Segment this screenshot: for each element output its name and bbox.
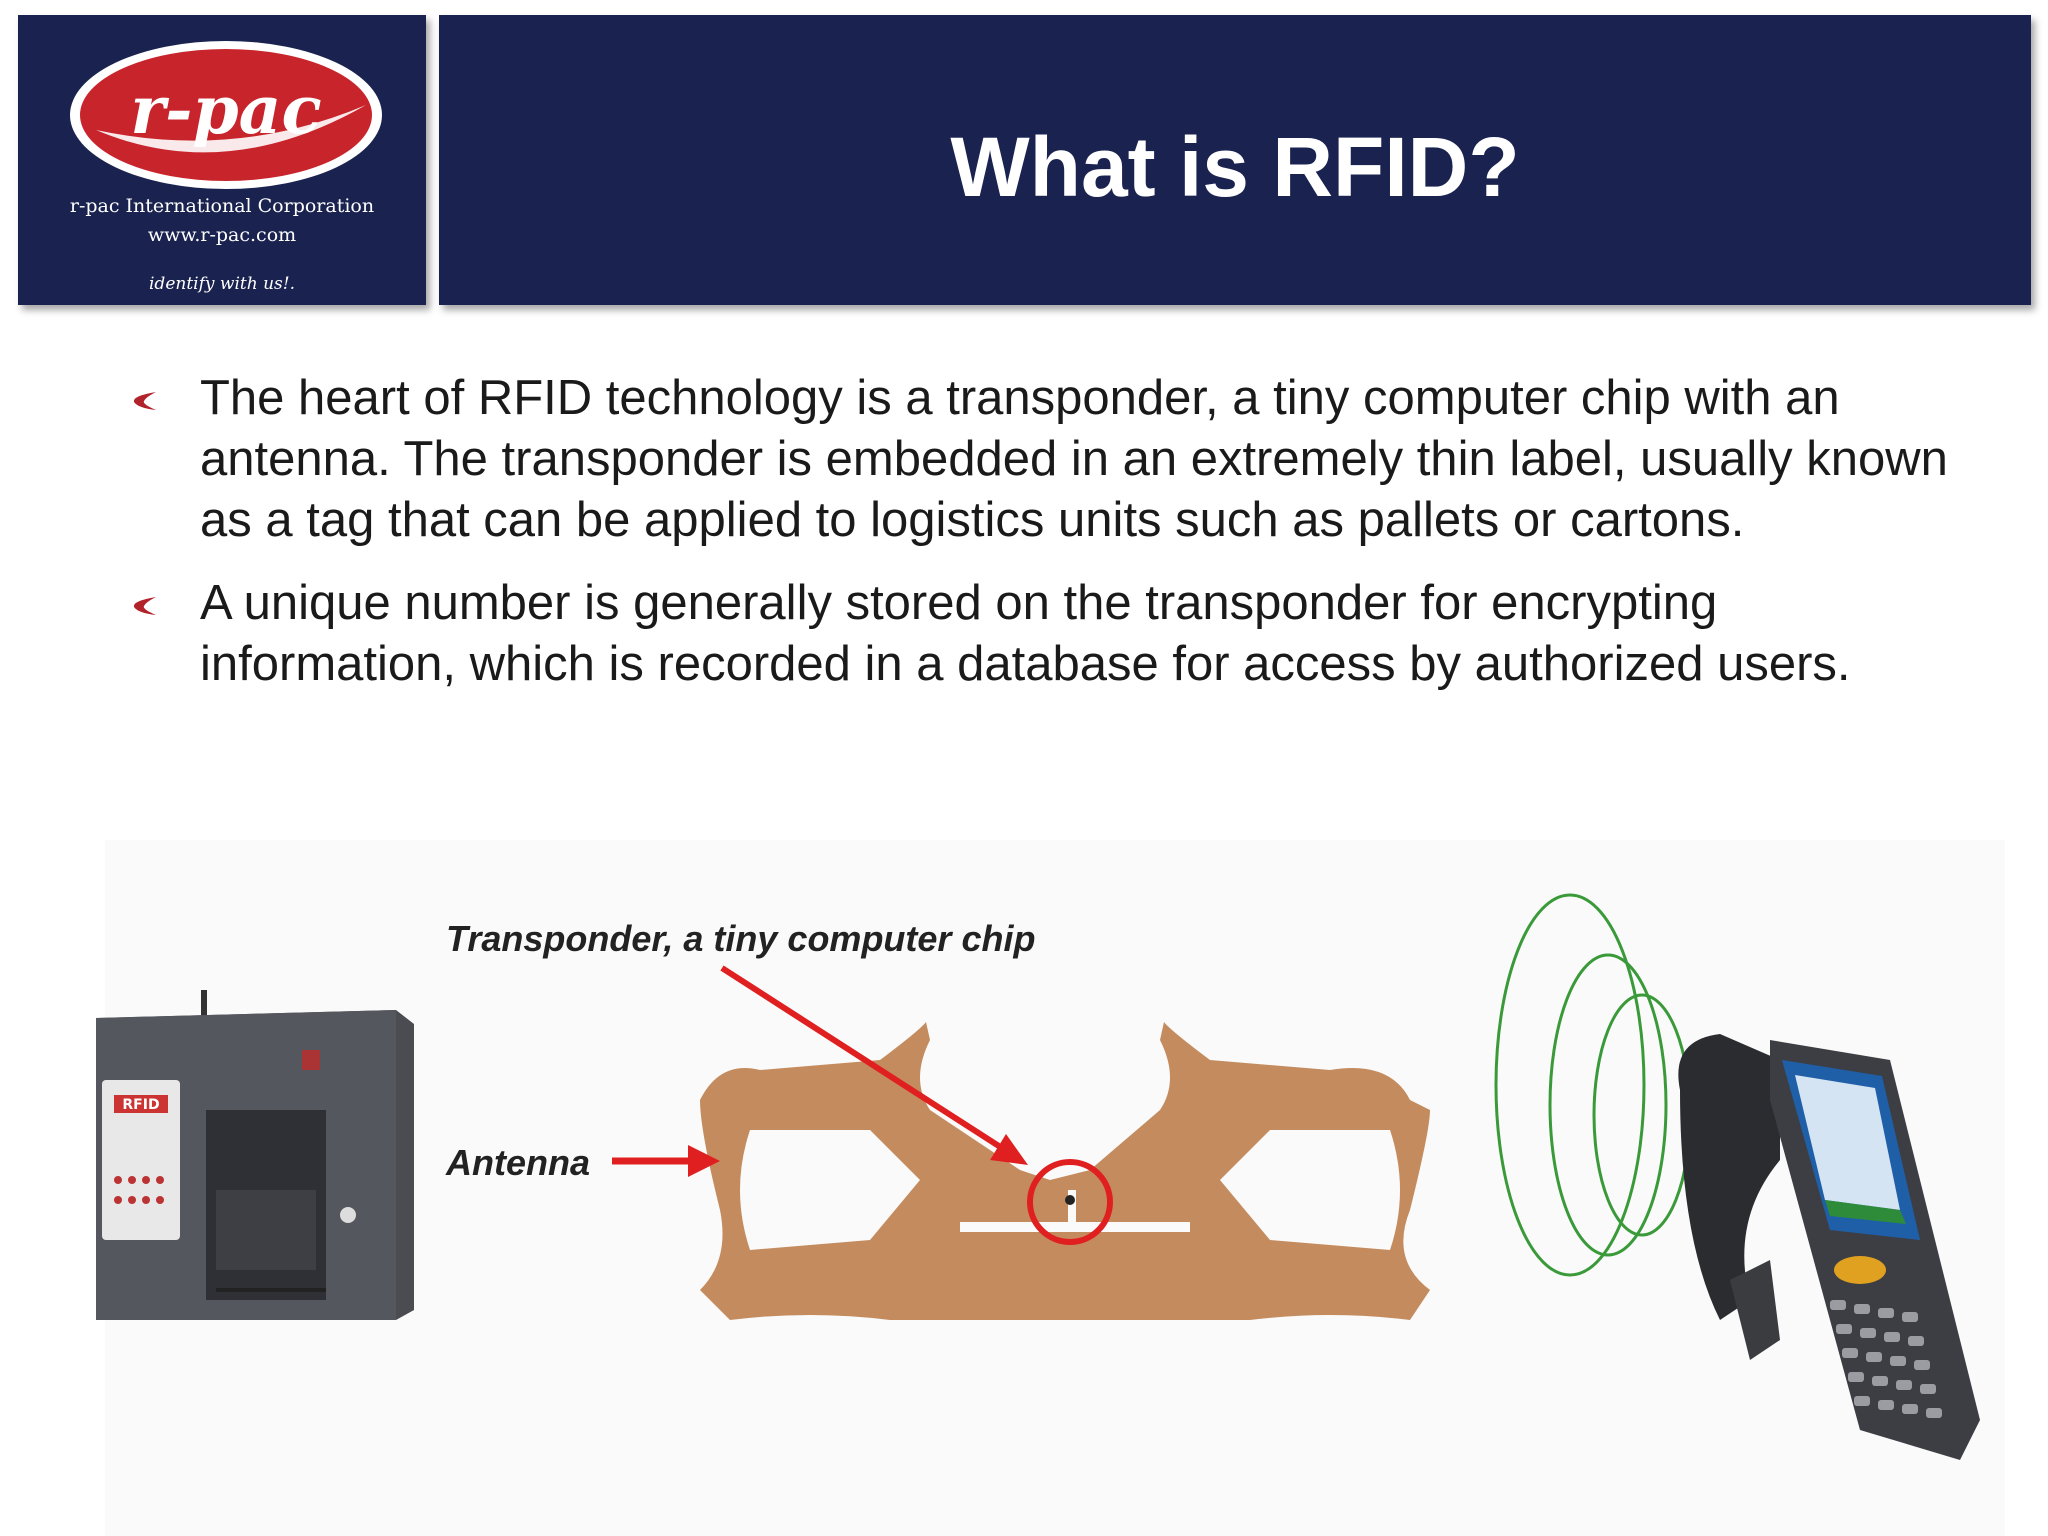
rfid-printer-image: RFID bbox=[96, 990, 414, 1320]
svg-text:RFID: RFID bbox=[122, 1097, 159, 1113]
transponder-label: Transponder, a tiny computer chip bbox=[446, 918, 1036, 959]
company-name: r-pac International Corporation bbox=[69, 195, 375, 217]
logo-panel: r-pac r-pac International Corporation ww… bbox=[18, 15, 426, 305]
rfid-tag-image bbox=[700, 1022, 1430, 1320]
bullet-text: A unique number is generally stored on t… bbox=[200, 576, 1851, 691]
svg-text:r-pac: r-pac bbox=[130, 71, 321, 149]
slide-title: What is RFID? bbox=[950, 120, 1520, 214]
company-url: www.r-pac.com bbox=[147, 224, 297, 246]
bullet-item: The heart of RFID technology is a transp… bbox=[120, 368, 1960, 551]
bullet-item: A unique number is generally stored on t… bbox=[120, 573, 1960, 695]
r-pac-logo: r-pac bbox=[70, 41, 382, 189]
bullet-text: The heart of RFID technology is a transp… bbox=[200, 371, 1948, 547]
rfid-illustration: RFID Transponder, a tiny computer chip A… bbox=[0, 840, 2048, 1536]
antenna-label: Antenna bbox=[446, 1142, 590, 1183]
title-panel: What is RFID? bbox=[439, 15, 2031, 305]
handheld-scanner-image bbox=[1678, 1034, 1980, 1460]
company-tagline: identify with us!. bbox=[149, 274, 295, 294]
bullet-crescent-icon bbox=[133, 392, 156, 410]
bullet-crescent-icon bbox=[133, 597, 156, 615]
bullet-list: The heart of RFID technology is a transp… bbox=[120, 368, 1960, 717]
